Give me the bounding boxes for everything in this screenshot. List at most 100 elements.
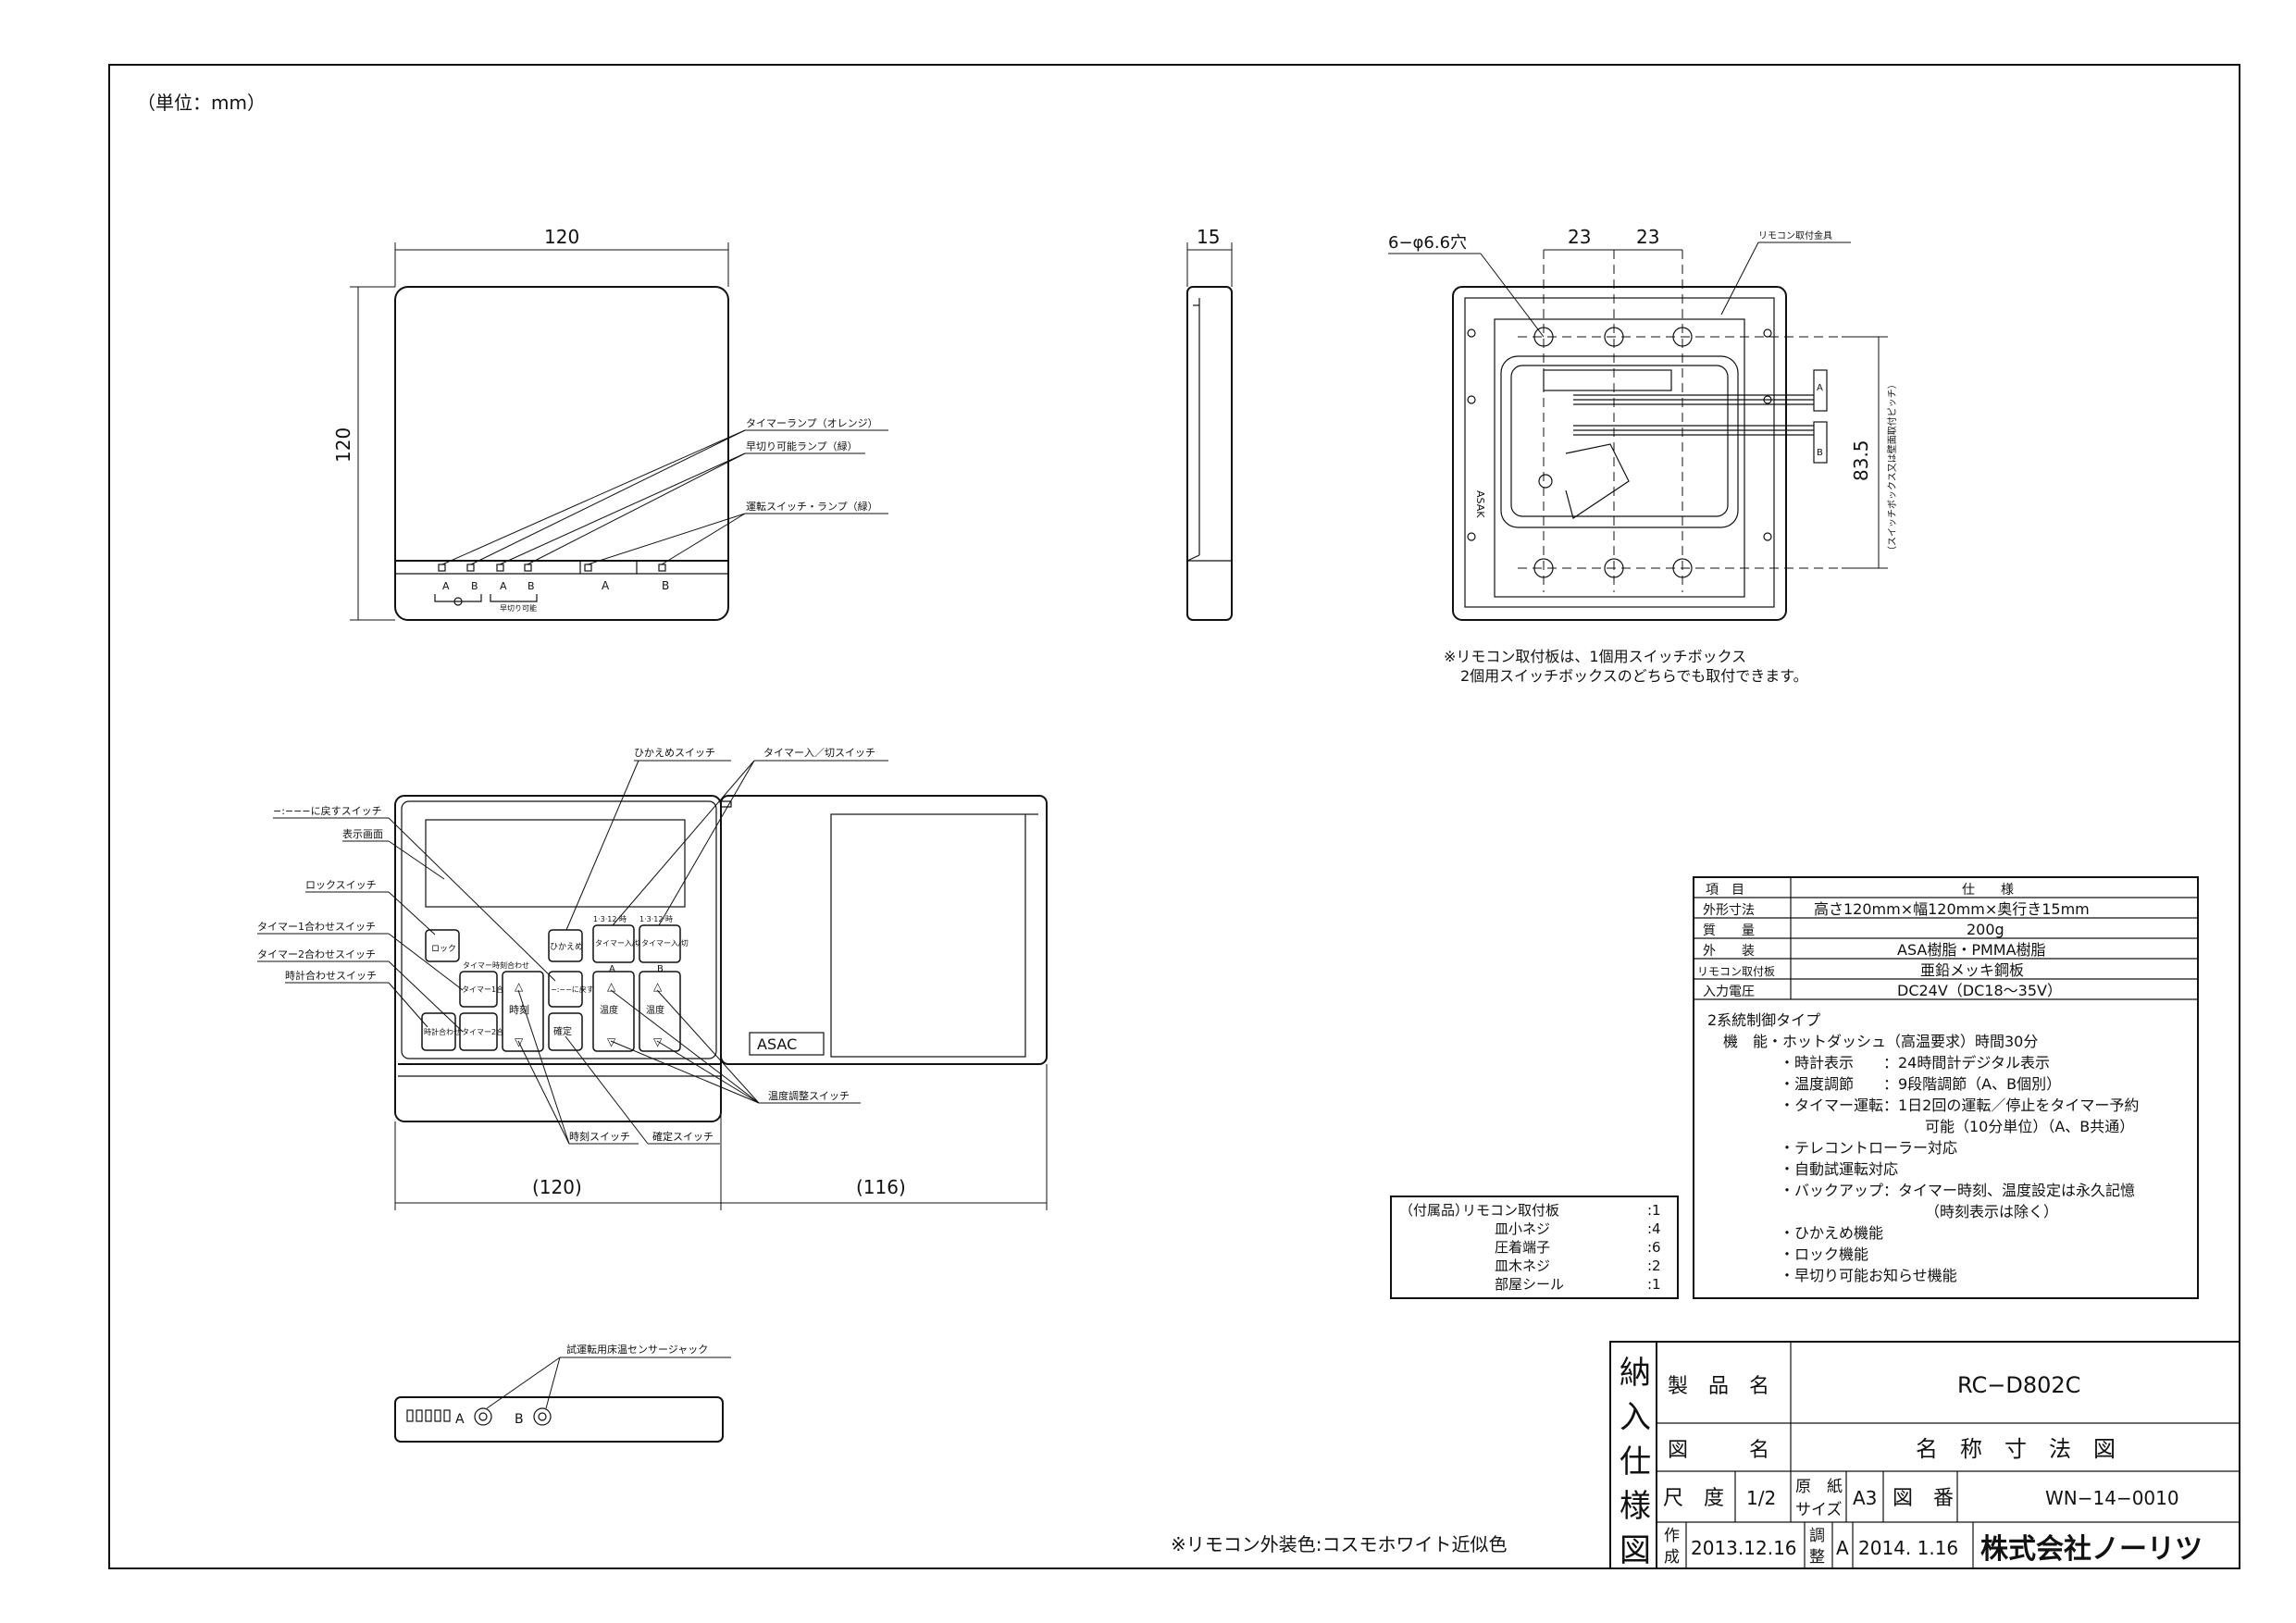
company-name: 株式会社ノーリツ [1980, 1533, 2203, 1566]
timer-b-button[interactable] [639, 924, 681, 963]
callout-time: 時刻スイッチ [569, 1130, 630, 1143]
spec-feature: ・テレコントローラー対応 [1780, 1139, 1957, 1157]
lock-button-label: ロック [431, 944, 456, 954]
hour-tag-a: 1·3·12·時 [593, 915, 627, 923]
temp-a-button[interactable] [592, 971, 635, 1052]
callout-confirm: 確定スイッチ [652, 1130, 714, 1143]
spec-feature: ・タイマー運転：1日2回の運転／停止をタイマー予約 [1780, 1096, 2139, 1114]
clock-set-button[interactable] [421, 1012, 456, 1051]
spec-feature: （時刻表示は除く） [1925, 1203, 2058, 1220]
clock-set-label: 時計合わせ [424, 1027, 461, 1036]
revision-date: 2014. 1.16 [1858, 1537, 1958, 1559]
bottom-view: A B 試運転用床温センサージャック [394, 1343, 731, 1443]
accessory-name: リモコン取付板 [1462, 1202, 1559, 1219]
accessory-qty: :1 [1647, 1202, 1661, 1219]
temp-b-button[interactable] [639, 971, 681, 1052]
spec-row-item: 質 量 [1703, 923, 1755, 938]
number-value: WN−14−0010 [2045, 1487, 2179, 1509]
adjust-label: 調 [1809, 1527, 1825, 1545]
front-label-a2: A [500, 580, 507, 592]
accessory-qty: :1 [1647, 1276, 1661, 1293]
open-cover [720, 795, 1048, 1065]
accessory-qty: :2 [1647, 1258, 1661, 1274]
back-height-dim: 83.5 [1850, 440, 1872, 481]
spec-row-value: 亜鉛メッキ鋼板 [1920, 961, 2024, 979]
back-view: ASAK 23 23 A B 83.5 （スイッチボックス又は壁面取付ピッチ） [1388, 226, 1898, 685]
timer2-button[interactable] [459, 1012, 498, 1051]
bottom-label-a: A [455, 1412, 465, 1427]
front-width-dim: 120 [544, 226, 579, 248]
front-view-body [394, 286, 729, 621]
timer-a-label: タイマー入/切 [595, 939, 642, 948]
front-height-dim: 120 [332, 427, 354, 463]
front-label-a3: A [602, 579, 610, 592]
front-label-b2: B [527, 580, 535, 592]
open-width-right: (116) [856, 1176, 906, 1198]
reset-button[interactable] [548, 971, 583, 1008]
spec-row-item: 外 装 [1703, 944, 1755, 959]
wire-label-a: A [1817, 383, 1823, 393]
accessories-box: （付属品） リモコン取付板 :1 皿小ネジ :4 圧着端子 :6 皿木ネジ :2… [1390, 1196, 1679, 1299]
stamp-char: 仕 [1620, 1443, 1651, 1481]
temp-a-label: 温度 [600, 1004, 618, 1016]
timer1-button[interactable] [459, 971, 498, 1008]
sensor-jack-b [533, 1407, 552, 1426]
spec-feature: ・早切り可能お知らせ機能 [1780, 1267, 1957, 1284]
spec-feature: 機 能・ホットダッシュ（高温要求）時間30分 [1723, 1033, 2038, 1050]
front-label-b1: B [471, 580, 478, 592]
callout-run-switch: 運転スイッチ・ランプ（緑） [746, 500, 878, 513]
temp-b-label: 温度 [646, 1004, 664, 1016]
back-brand-mark: ASAK [1474, 490, 1486, 518]
lock-button[interactable] [425, 929, 460, 962]
stamp-char: 図 [1620, 1532, 1651, 1569]
sensor-jack-a [474, 1407, 492, 1426]
spec-table: 項 目 仕 様 外形寸法 高さ120mm×幅120mm×奥行き15mm 質 量 … [1693, 876, 2199, 1299]
open-label-a: A [609, 964, 615, 974]
timer-a-button[interactable] [592, 924, 635, 963]
down-arrow-icon: ▽ [607, 1035, 616, 1048]
hikaeme-button-label: ひかえめ [550, 942, 583, 952]
confirm-button[interactable] [548, 1012, 583, 1051]
bracket-callout: リモコン取付金具 [1758, 229, 1832, 242]
stamp-char: 納 [1620, 1355, 1651, 1392]
jikoku-label: 時刻 [509, 1003, 529, 1016]
timer-b-label: タイマー入/切 [641, 939, 689, 948]
timer1-label: タイマー1合わせ [462, 985, 518, 994]
product-name: RC−D802C [1957, 1372, 2080, 1398]
display-screen [425, 819, 686, 908]
bottom-view-body [394, 1396, 724, 1443]
callout-sensor-jack: 試運転用床温センサージャック [566, 1343, 708, 1356]
open-label-b: B [657, 964, 664, 974]
spec-header-spec: 仕 様 [1962, 883, 2014, 898]
confirm-label: 確定 [553, 1025, 572, 1037]
hole-callout: 6−φ6.6穴 [1388, 233, 1467, 253]
scale-value: 1/2 [1746, 1487, 1776, 1509]
accessories-heading: （付属品） [1399, 1202, 1469, 1219]
spec-row-item: 入力電圧 [1703, 985, 1755, 999]
up-arrow-icon: △ [515, 980, 524, 993]
spec-feature: 可能（10分単位）（A、B共通） [1925, 1118, 2134, 1135]
callout-clock: 時計合わせスイッチ [285, 969, 377, 982]
spec-row-item: 外形寸法 [1703, 903, 1755, 918]
back-note-2: 2個用スイッチボックスのどちらでも取付できます。 [1460, 667, 1808, 685]
drawing-label: 図 名 [1668, 1439, 1769, 1462]
back-pitch-2: 23 [1636, 226, 1659, 248]
side-view: 15 [1186, 226, 1233, 621]
hikaeme-button[interactable] [548, 929, 583, 962]
spec-header-item: 項 目 [1706, 883, 1744, 898]
spec-type: 2系統制御タイプ [1707, 1011, 1820, 1029]
clock-icon [453, 597, 463, 606]
accessory-name: 圧着端子 [1495, 1239, 1550, 1256]
up-arrow-icon: △ [653, 980, 663, 993]
stamp-char: 入 [1620, 1399, 1651, 1436]
back-pitch-1: 23 [1568, 226, 1591, 248]
made-label: 成 [1664, 1548, 1680, 1567]
stamp-char: 様 [1620, 1488, 1651, 1525]
accessory-qty: :6 [1647, 1239, 1661, 1256]
callout-lock: ロックスイッチ [305, 879, 377, 891]
open-width-left: (120) [532, 1176, 582, 1198]
revision: A [1836, 1537, 1849, 1559]
accessory-name: 皿木ネジ [1495, 1258, 1550, 1274]
